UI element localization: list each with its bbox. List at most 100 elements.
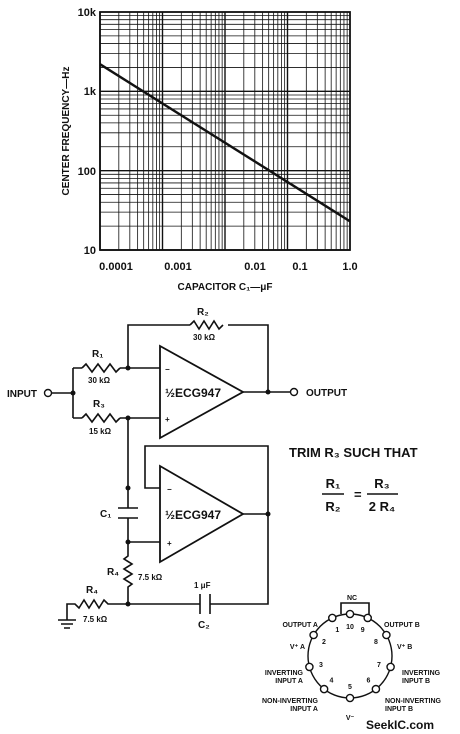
opamp-top-minus: − <box>165 365 170 374</box>
pin-label: INVERTING <box>265 670 304 677</box>
pin-number: 8 <box>374 639 378 646</box>
opamp-bottom-feedback <box>144 445 269 515</box>
opamp-bottom-plus: + <box>167 539 172 548</box>
r4-vertical-resistor <box>122 542 134 604</box>
y-axis-label: CENTER FREQUENCY—Hz <box>61 67 72 196</box>
pin-number: 3 <box>319 662 323 669</box>
pin-number: 2 <box>322 639 326 646</box>
junction-dot <box>125 485 131 491</box>
x-tick-label: 0.001 <box>164 261 192 273</box>
trim-equation: TRIM R₃ SUCH THAT R₁ R₂ = R₃ 2 R₄ <box>289 445 418 514</box>
c2-value: 1 μF <box>194 581 211 590</box>
chart-x-ticks: 0.0001 0.001 0.01 0.1 1.0 <box>99 261 357 273</box>
pin-label: NON-INVERTING <box>262 698 319 705</box>
opamp-bottom-minus: − <box>167 485 172 494</box>
r2-feedback-wire <box>127 324 269 392</box>
pin-label: INPUT B <box>402 678 430 685</box>
r2-name: R₂ <box>197 307 209 318</box>
r2-value: 30 kΩ <box>193 333 216 342</box>
x-tick-label: 0.1 <box>292 261 307 273</box>
r2-resistor <box>189 319 224 331</box>
junction-dot <box>70 390 76 396</box>
pin-number: 1 <box>335 627 339 634</box>
pin-1 <box>327 613 337 623</box>
pin-label: INPUT A <box>275 678 303 685</box>
pin-label: INPUT B <box>385 706 413 713</box>
pin-label: V⁺ A <box>290 644 305 651</box>
trim-num-left: R₁ <box>326 476 341 491</box>
pin-number: 9 <box>361 627 365 634</box>
r4-horizontal-value: 7.5 kΩ <box>83 615 108 624</box>
junction-dot <box>265 389 271 395</box>
input-terminal <box>43 388 53 398</box>
pin-8 <box>382 630 391 640</box>
opamp-bottom-label: ½ECG947 <box>165 508 221 522</box>
r4-vertical-value: 7.5 kΩ <box>138 573 163 582</box>
pin-label: V⁻ <box>346 715 355 722</box>
pin-label: OUTPUT A <box>282 622 318 629</box>
y-tick-label: 1k <box>84 86 97 98</box>
trim-num-right: R₃ <box>374 476 389 491</box>
output-label: OUTPUT <box>306 388 347 399</box>
c2-capacitor <box>199 594 211 614</box>
frequency-chart: 10k 1k 100 10 0.0001 0.001 0.01 0.1 1.0 … <box>61 7 358 293</box>
pin-label: OUTPUT B <box>384 622 420 629</box>
pin-label: V⁺ B <box>397 644 412 651</box>
nc-label: NC <box>347 595 357 602</box>
pin-number: 7 <box>377 662 381 669</box>
watermark: SeekIC.com <box>366 718 434 732</box>
pin-2 <box>309 630 318 640</box>
pin-number: 10 <box>346 624 354 631</box>
schematic: INPUT R₁ 30 kΩ R₂ 30 kΩ R₃ 15 kΩ ½ECG947… <box>7 307 347 631</box>
pin-4 <box>319 684 329 694</box>
c2-wire <box>128 514 269 605</box>
pin-number: 4 <box>330 678 334 685</box>
opamp-top <box>159 344 245 440</box>
output-terminal <box>289 387 299 397</box>
pin-9 <box>363 613 373 623</box>
input-label: INPUT <box>7 389 37 400</box>
opamp-top-plus: + <box>165 415 170 424</box>
r4-vertical-name: R₄ <box>107 567 119 578</box>
pin-label: NON-INVERTING <box>385 698 442 705</box>
r3-resistor <box>81 412 121 424</box>
pin-label: INVERTING <box>402 670 441 677</box>
r4-horizontal-name: R₄ <box>86 585 98 596</box>
x-tick-label: 0.0001 <box>99 261 133 273</box>
r3-name: R₃ <box>93 399 105 410</box>
pin-number: 6 <box>367 678 371 685</box>
trim-equals: = <box>354 487 362 502</box>
r1-value: 30 kΩ <box>88 376 111 385</box>
r1-resistor <box>81 362 121 374</box>
x-axis-label: CAPACITOR C₁—μF <box>178 282 273 293</box>
pin-10 <box>345 609 355 619</box>
r3-value: 15 kΩ <box>89 427 112 436</box>
trim-den-left: R₂ <box>325 499 340 514</box>
y-tick-label: 100 <box>78 166 96 178</box>
trim-title: TRIM R₃ SUCH THAT <box>289 445 418 460</box>
input-wire <box>52 367 82 419</box>
series-line <box>99 63 351 223</box>
x-tick-label: 1.0 <box>342 261 357 273</box>
pin-number: 5 <box>348 684 352 691</box>
pin-6 <box>371 684 381 694</box>
pin-5 <box>345 693 355 703</box>
pin-7 <box>386 662 395 672</box>
ground-icon <box>58 619 76 629</box>
chart-frame <box>99 11 351 251</box>
c1-name: C₁ <box>100 509 111 520</box>
trim-den-right: 2 R₄ <box>369 499 395 514</box>
c1-capacitor <box>118 507 138 519</box>
y-tick-label: 10 <box>84 245 96 257</box>
y-tick-label: 10k <box>78 7 97 19</box>
pin-3 <box>305 662 314 672</box>
pin-label: INPUT A <box>290 706 318 713</box>
chart-y-ticks: 10k 1k 100 10 <box>78 7 97 257</box>
nc-bracket <box>340 602 370 622</box>
r1-name: R₁ <box>92 349 103 360</box>
r4-horizontal-resistor <box>66 598 128 620</box>
opamp-top-label: ½ECG947 <box>165 386 221 400</box>
